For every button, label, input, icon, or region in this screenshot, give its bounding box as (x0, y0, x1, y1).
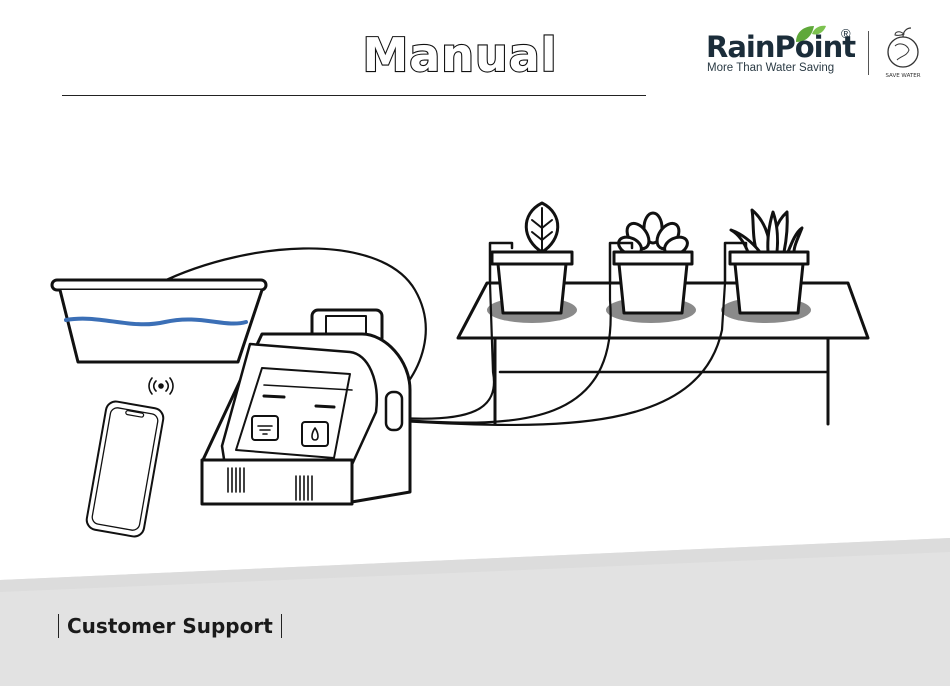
plant-icon (730, 210, 808, 313)
plant-icon (492, 203, 572, 313)
wireless-signal-icon (149, 378, 173, 394)
plant-icon (614, 213, 692, 313)
smartphone-icon (85, 400, 165, 538)
water-basin (52, 280, 266, 362)
customer-support-heading: Customer Support (58, 614, 282, 638)
